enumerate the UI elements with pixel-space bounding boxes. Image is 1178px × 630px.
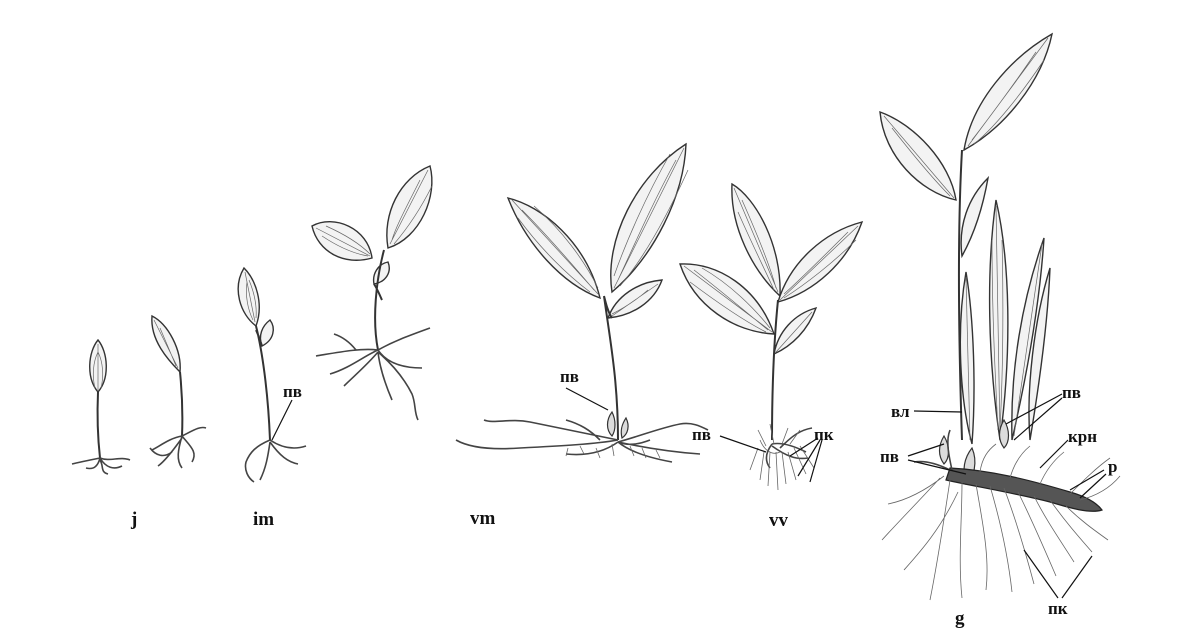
callout-g-r: р [1108,457,1117,476]
stage-vm-plant-2 [456,144,708,462]
callout-g-pv-lower: пв [880,447,899,466]
callout-g-pv-upper: пв [1062,383,1081,402]
leader-g-pk [1024,550,1092,598]
callout-g-krn: крн [1068,427,1097,446]
callout-vv-pk: пк [814,425,834,444]
stage-im-plant [238,268,306,482]
leader-im-pv [272,400,292,440]
callout-g-pk: пк [1048,599,1068,618]
leader-vv-pv [720,436,766,452]
stage-label-vm: vm [470,508,496,529]
stage-g-plant [880,34,1120,600]
leader-vm-pv [566,388,608,410]
stage-vv-plant [680,184,862,490]
stage-label-g: g [955,608,965,629]
callout-vv-pv: пв [692,425,711,444]
stage-label-j: j [130,509,137,530]
leader-g-vl [914,411,962,412]
stage-j-plant-1 [72,340,130,474]
stage-vm-plant-1 [312,166,432,420]
stage-label-im: im [253,509,274,530]
stage-j-plant-2 [150,316,206,468]
callout-g-vl: вл [891,402,910,421]
leader-g-krn [1040,440,1068,468]
callout-vm-pv: пв [560,367,579,386]
callout-im-pv: пв [283,382,302,401]
stage-label-vv: vv [769,510,789,531]
